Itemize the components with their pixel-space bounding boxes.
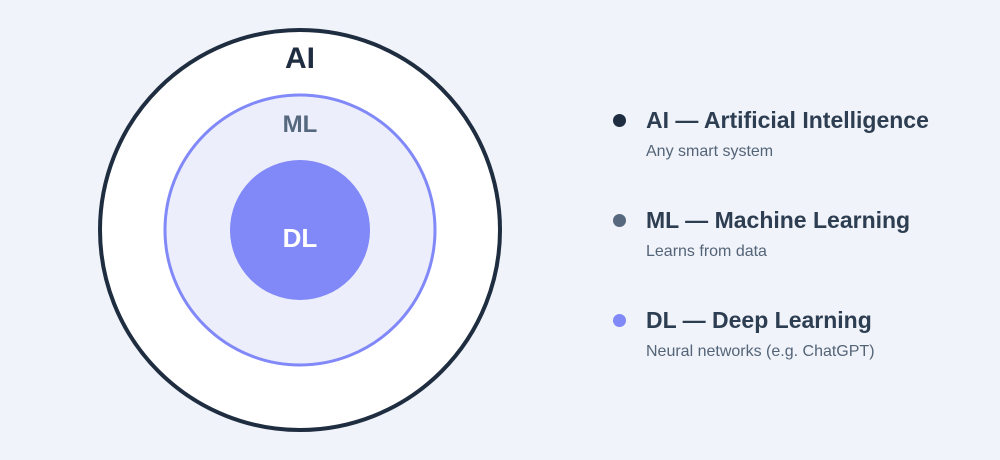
ml-circle-label: ML	[283, 111, 318, 138]
legend-item-ml: ML — Machine Learning Learns from data	[612, 206, 992, 306]
nested-circles-diagram: AI ML DL	[98, 28, 502, 432]
ai-circle-label: AI	[285, 42, 315, 75]
legend-desc-ml: Learns from data	[646, 243, 767, 260]
legend-dot-ml-icon	[613, 214, 626, 227]
legend-title-ai: AI — Artificial Intelligence	[646, 107, 929, 133]
legend-dot-ai-icon	[613, 114, 626, 127]
legend-item-ai: AI — Artificial Intelligence Any smart s…	[612, 106, 992, 206]
legend-desc-dl: Neural networks (e.g. ChatGPT)	[646, 343, 875, 360]
legend-desc-ai: Any smart system	[646, 143, 774, 160]
legend-dot-dl-icon	[613, 314, 626, 327]
legend-title-ml: ML — Machine Learning	[646, 207, 911, 233]
legend-title-dl: DL — Deep Learning	[646, 307, 872, 333]
legend-item-dl: DL — Deep Learning Neural networks (e.g.…	[612, 306, 992, 406]
dl-inner-circle	[230, 160, 370, 300]
dl-circle-label: DL	[283, 223, 318, 253]
legend: AI — Artificial Intelligence Any smart s…	[612, 106, 992, 406]
